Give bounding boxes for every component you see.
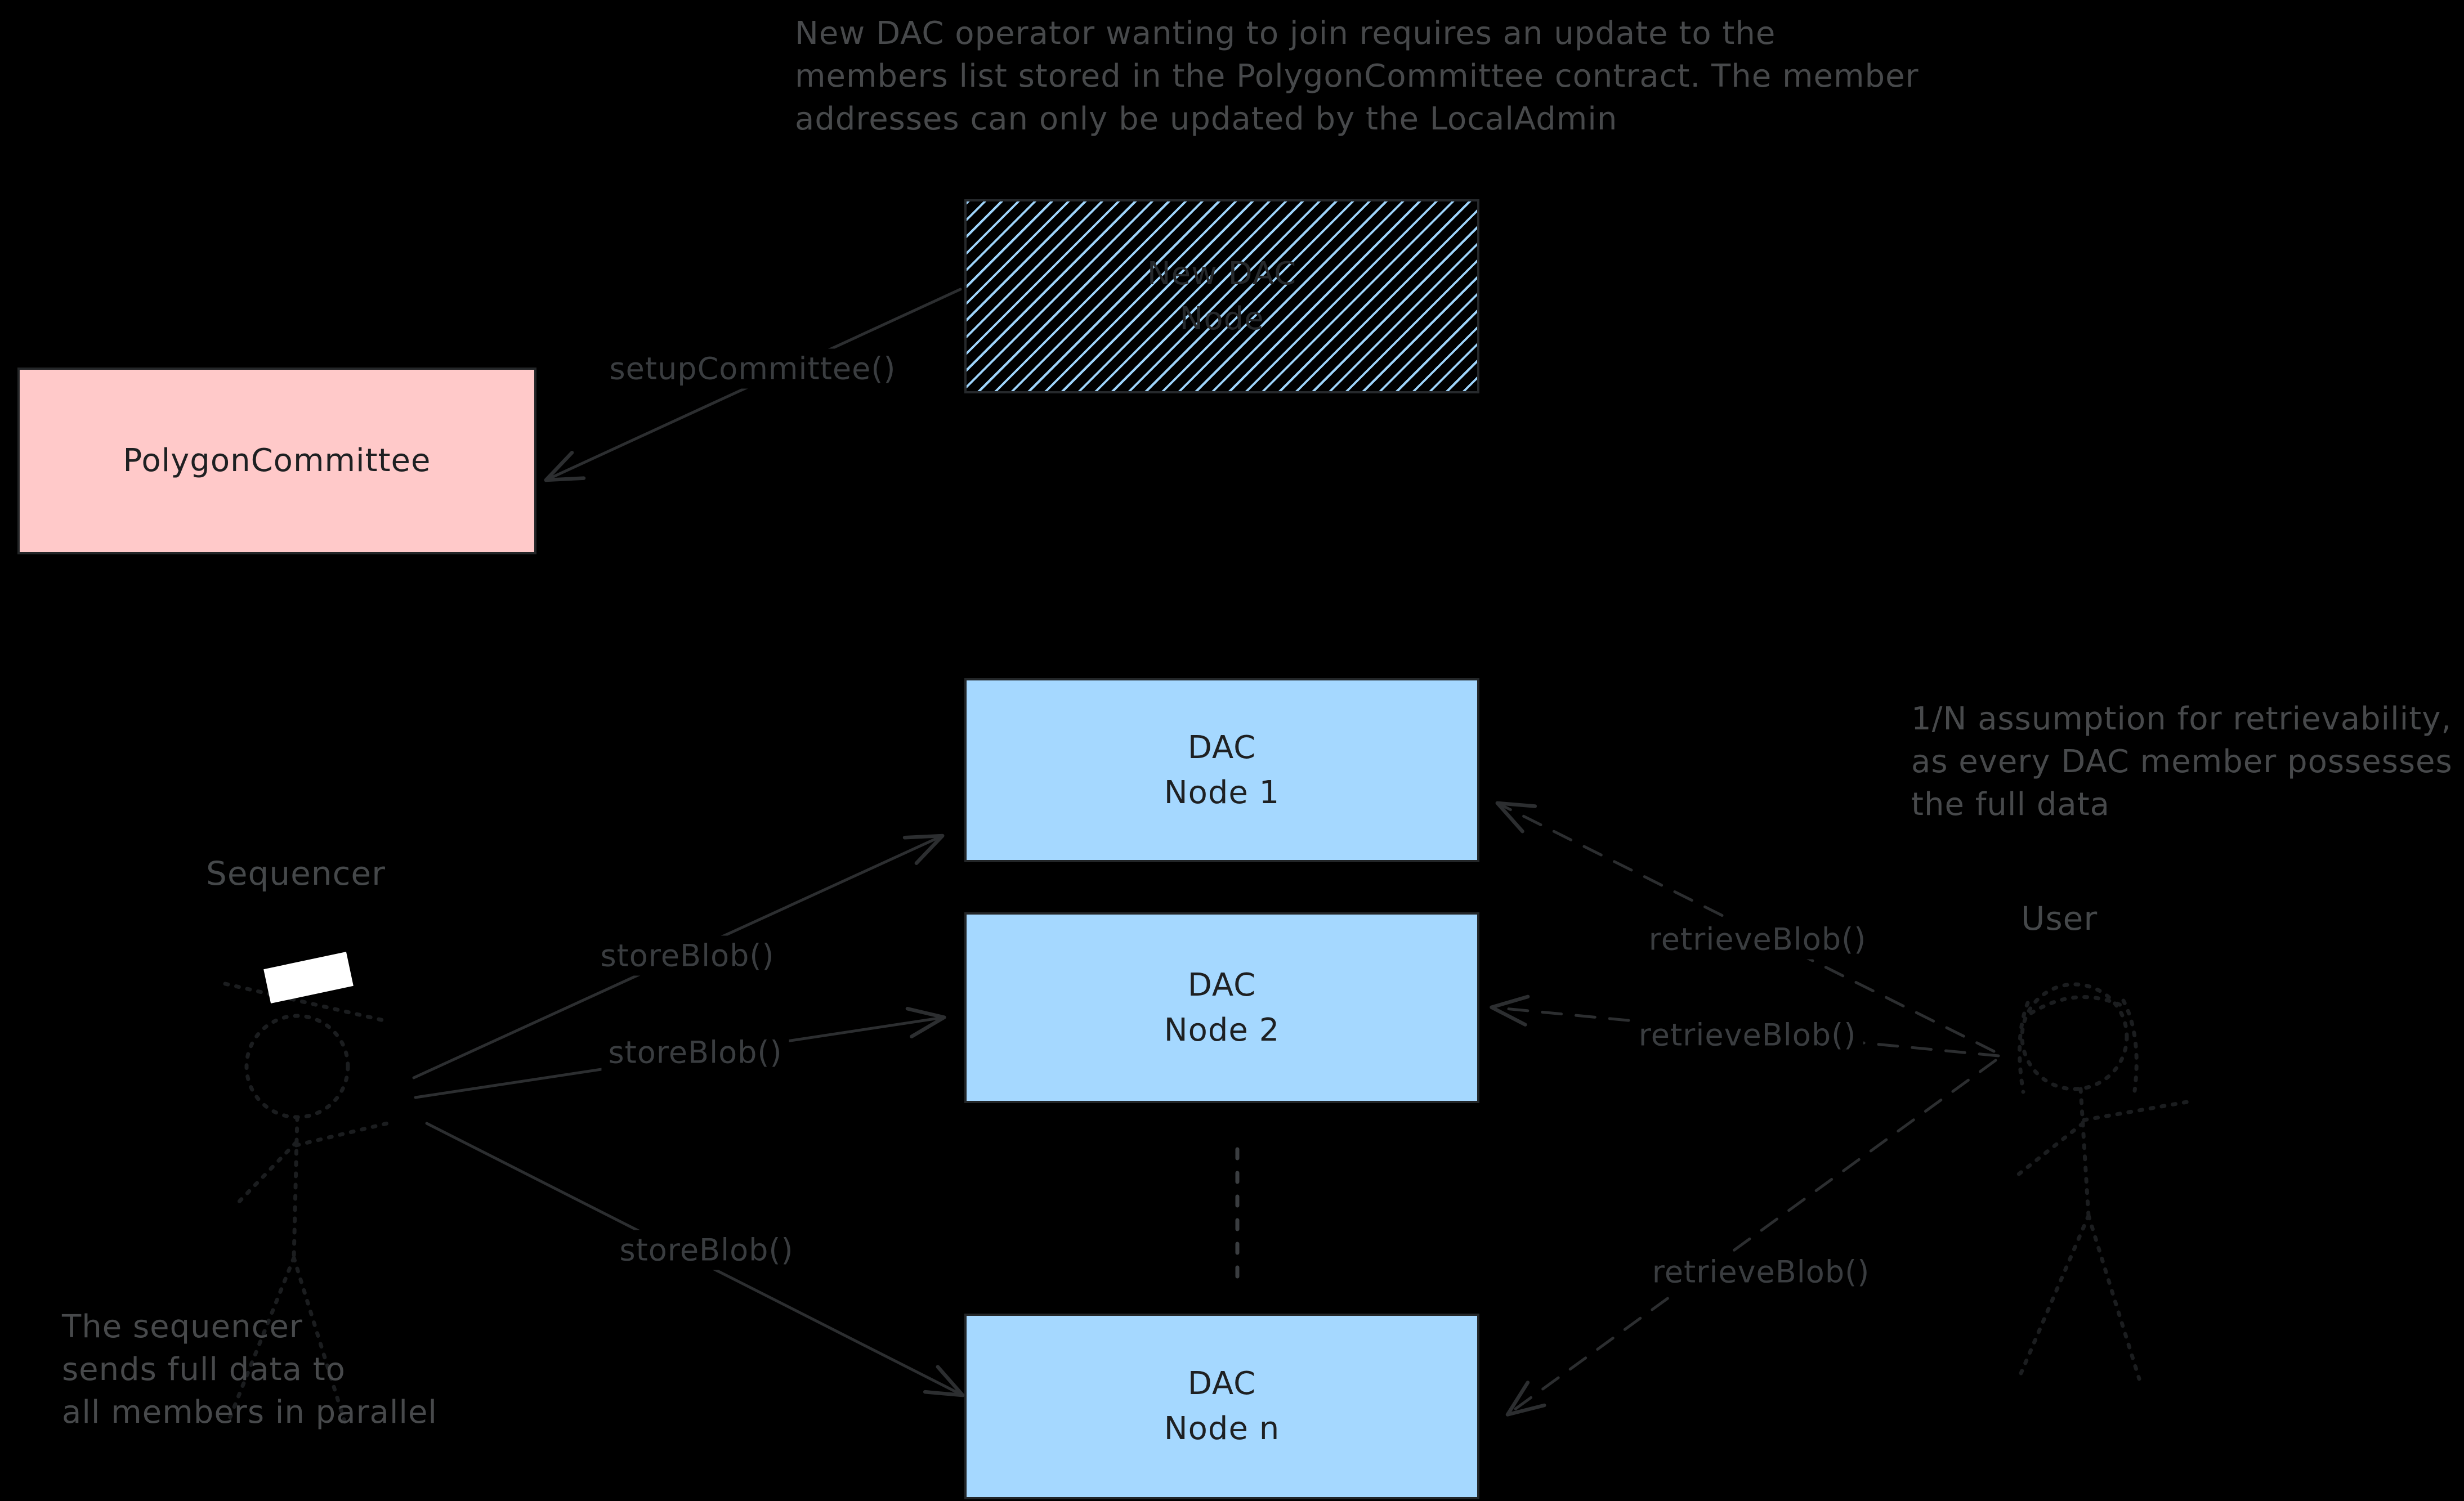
sequencer-hat-icon [263, 952, 354, 1003]
dac-node-n-label-line: DAC [1187, 1365, 1256, 1402]
retrieve-blob-edge-label-3: retrieveBlob() [1645, 1252, 1877, 1292]
parallel-send-note: The sequencer sends full data to all mem… [62, 1306, 437, 1434]
new-dac-node-label-line: Node [1179, 300, 1264, 337]
local-admin-note: New DAC operator wanting to join require… [795, 12, 1919, 141]
dac-node-1-label-line: Node 1 [1164, 774, 1280, 811]
note-line: sends full data to [62, 1351, 346, 1388]
note-line: addresses can only be updated by the Loc… [795, 101, 1618, 137]
dac-node-n-box: DAC Node n [964, 1314, 1479, 1499]
retrieve-blob-edge-label-1: retrieveBlob() [1642, 919, 1873, 960]
polygon-committee-box: PolygonCommittee [17, 368, 536, 554]
note-line: 1/N assumption for retrievability, [1911, 701, 2452, 737]
user-label: User [2021, 899, 2098, 938]
note-line: The sequencer [62, 1309, 303, 1345]
dac-node-2-label-line: Node 2 [1164, 1011, 1280, 1049]
new-dac-node-label-line: New DAC [1147, 255, 1297, 292]
store-blob-edge-label-3: storeBlob() [612, 1230, 801, 1270]
note-line: members list stored in the PolygonCommit… [795, 58, 1919, 95]
store-blob-edge-label-2: storeBlob() [601, 1032, 789, 1073]
note-line: as every DAC member possesses [1911, 743, 2453, 780]
sequencer-label: Sequencer [206, 854, 386, 893]
retrieve-blob-edge-label-2: retrieveBlob() [1631, 1015, 1863, 1055]
user-figure-icon [2010, 982, 2189, 1381]
note-line: the full data [1911, 786, 2110, 823]
retrievability-note: 1/N assumption for retrievability, as ev… [1911, 698, 2453, 826]
polygon-committee-label: PolygonCommittee [123, 442, 431, 479]
dac-node-2-box: DAC Node 2 [964, 912, 1479, 1103]
retrieve-blob-arrow-3 [1505, 1059, 1997, 1417]
dac-node-2-label-line: DAC [1187, 966, 1256, 1003]
note-line: all members in parallel [62, 1394, 437, 1431]
store-blob-edge-label-1: storeBlob() [593, 935, 781, 976]
note-line: New DAC operator wanting to join require… [795, 15, 1776, 52]
new-dac-node-box: New DAC Node [964, 199, 1479, 393]
setup-committee-edge-label: setupCommittee() [602, 348, 903, 389]
dac-node-n-label-line: Node n [1164, 1410, 1280, 1447]
dac-node-1-label-line: DAC [1187, 729, 1256, 766]
dac-node-1-box: DAC Node 1 [964, 678, 1479, 862]
